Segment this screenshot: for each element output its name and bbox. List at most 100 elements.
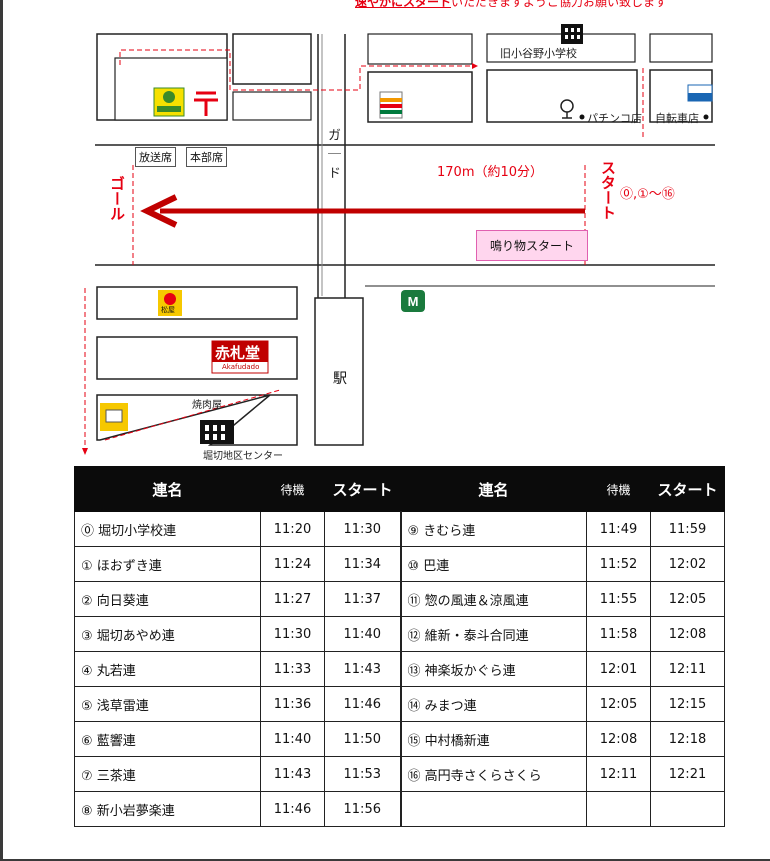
left-wait-cell: 11:33 — [260, 651, 325, 687]
school-label: 旧小谷野小学校 — [500, 47, 577, 60]
header-note-underlined: 速やかにスタート — [355, 0, 452, 9]
header-team-name-left: 連名 — [74, 466, 261, 512]
left-wait-cell: 11:43 — [260, 756, 325, 792]
block-school — [486, 33, 636, 63]
pachinko-shop-icon — [560, 99, 585, 120]
right-start-cell: 12:18 — [650, 721, 725, 757]
right-start-cell: 11:59 — [650, 511, 725, 547]
seven-eleven-icon — [379, 91, 403, 119]
pachinko-label: パチンコ店 — [587, 112, 642, 125]
header-note: 速やかにスタートいただきますようご協力お願い致します — [355, 0, 667, 10]
distance-label: 170m（約10分） — [437, 165, 544, 180]
right-start-cell — [650, 791, 725, 827]
goal-label: ゴール — [108, 176, 126, 221]
akafudado-sign-subtext: Akafudado — [222, 363, 260, 371]
left-start-cell: 11:43 — [324, 651, 401, 687]
right-name-cell: ⑫ 維新・泰斗合同連 — [399, 616, 587, 652]
right-start-cell: 12:02 — [650, 546, 725, 582]
bike-shop-label: 自転車店 — [655, 112, 699, 125]
left-wait-cell: 11:30 — [260, 616, 325, 652]
left-wait-cell: 11:40 — [260, 721, 325, 757]
broadcast-booth-label: 放送席 — [135, 147, 176, 167]
right-start-cell: 12:08 — [650, 616, 725, 652]
header-start-left: スタート — [324, 466, 401, 512]
bike-shop-sign-icon — [687, 84, 713, 120]
headquarters-booth-label: 本部席 — [186, 147, 227, 167]
right-name-cell: ⑭ みまつ連 — [399, 686, 587, 722]
left-name-cell: ③ 堀切あやめ連 — [74, 616, 261, 652]
community-center-label: 堀切地区センター — [203, 451, 283, 462]
left-start-cell: 11:34 — [324, 546, 401, 582]
header-start-right: スタート — [650, 466, 725, 512]
right-wait-cell: 12:11 — [586, 756, 651, 792]
block-center — [96, 394, 298, 446]
page-bottom-border — [0, 859, 770, 861]
left-name-cell: ⑥ 藍響連 — [74, 721, 261, 757]
header-team-name-right: 連名 — [400, 466, 587, 512]
left-start-cell: 11:50 — [324, 721, 401, 757]
left-wait-cell: 11:20 — [260, 511, 325, 547]
left-name-cell: ⑤ 浅草雷連 — [74, 686, 261, 722]
right-wait-cell — [586, 791, 651, 827]
block-top-left-2 — [232, 33, 312, 85]
left-start-cell: 11:40 — [324, 616, 401, 652]
right-wait-cell: 11:49 — [586, 511, 651, 547]
center-building-icon — [200, 420, 234, 444]
right-name-cell: ⑪ 惣の風連＆涼風連 — [399, 581, 587, 617]
left-start-cell: 11:30 — [324, 511, 401, 547]
drugstore-logo-icon — [153, 87, 185, 117]
right-name-cell: ⑩ 巴連 — [399, 546, 587, 582]
left-name-cell: ⓪ 堀切小学校連 — [74, 511, 261, 547]
right-start-cell: 12:21 — [650, 756, 725, 792]
header-wait-left: 待機 — [260, 466, 325, 512]
school-building-icon — [561, 24, 583, 44]
akafudado-sign-text: 赤札堂 — [215, 344, 261, 362]
table-header-row: 連名 待機 スタート 連名 待機 スタート — [74, 466, 725, 512]
page-left-border — [0, 0, 3, 861]
parade-route-map: M — [82, 24, 715, 455]
left-start-cell: 11:37 — [324, 581, 401, 617]
left-wait-cell: 11:24 — [260, 546, 325, 582]
header-wait-right: 待機 — [586, 466, 651, 512]
mos-burger-logo-icon: M — [401, 290, 425, 312]
left-wait-cell: 11:46 — [260, 791, 325, 827]
left-name-cell: ② 向日葵連 — [74, 581, 261, 617]
block-pachinko — [486, 69, 638, 123]
left-start-cell: 11:56 — [324, 791, 401, 827]
right-name-cell: ⑯ 高円寺さくらさくら — [399, 756, 587, 792]
akafudado-sign-icon — [211, 340, 269, 374]
left-wait-cell: 11:27 — [260, 581, 325, 617]
guard-label: ガ｜ド — [325, 128, 340, 185]
start-label: スタート — [599, 160, 617, 220]
left-name-cell: ⑧ 新小岩夢楽連 — [74, 791, 261, 827]
left-start-cell: 11:53 — [324, 756, 401, 792]
right-name-cell — [399, 791, 587, 827]
supermarket-logo-icon — [100, 403, 128, 431]
station-label: 駅 — [333, 371, 347, 387]
block-matsuya — [96, 286, 298, 320]
right-wait-cell: 11:55 — [586, 581, 651, 617]
right-wait-cell: 12:05 — [586, 686, 651, 722]
right-start-cell: 12:11 — [650, 651, 725, 687]
left-start-cell: 11:46 — [324, 686, 401, 722]
left-name-cell: ④ 丸若連 — [74, 651, 261, 687]
matsuya-sign-text: 松屋 — [161, 306, 175, 314]
header-note-rest: いただきますようご協力お願い致します — [451, 0, 668, 9]
narimono-start-box: 鳴り物スタート — [476, 230, 588, 261]
yakiniku-label: 焼肉屋 — [192, 400, 222, 411]
left-wait-cell: 11:36 — [260, 686, 325, 722]
right-name-cell: ⑮ 中村橋新連 — [399, 721, 587, 757]
right-start-cell: 12:15 — [650, 686, 725, 722]
right-name-cell: ⑨ きむら連 — [399, 511, 587, 547]
post-office-icon — [194, 91, 218, 116]
right-wait-cell: 11:52 — [586, 546, 651, 582]
right-wait-cell: 11:58 — [586, 616, 651, 652]
